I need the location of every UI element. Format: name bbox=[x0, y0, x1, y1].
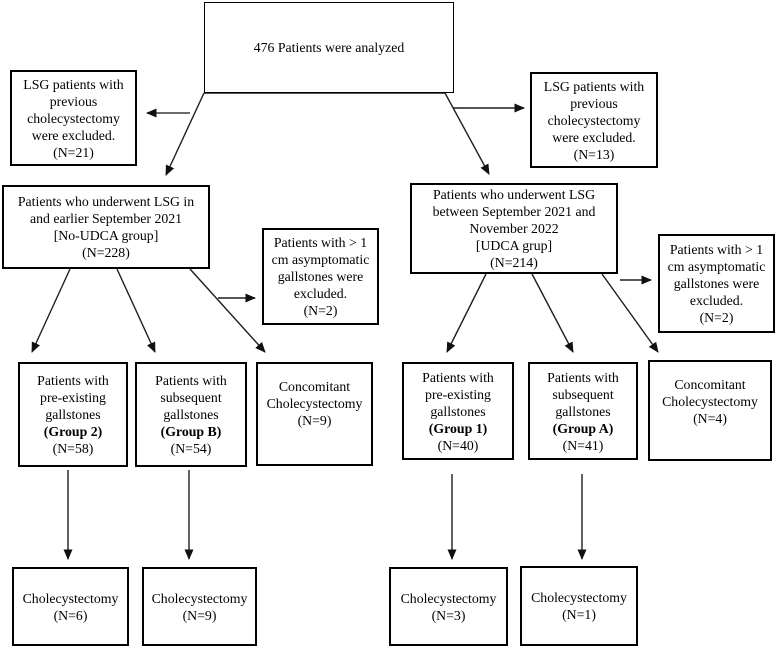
box-line: subsequent bbox=[552, 386, 614, 402]
box-line: LSG patients with bbox=[543, 78, 645, 94]
box-line: Patients with bbox=[547, 369, 619, 385]
box-line: gallstones bbox=[45, 407, 101, 422]
arrow-noudca-to-concomitant bbox=[189, 268, 266, 353]
box-line: were excluded. bbox=[552, 129, 636, 145]
box-line: [No-UDCA group] bbox=[53, 228, 159, 243]
box-line: between September 2021 and bbox=[432, 204, 596, 219]
box-excluded-prev-cholecystectomy-right: LSG patients with previous cholecystecto… bbox=[530, 72, 658, 168]
box-line: Patients who underwent LSG in bbox=[17, 194, 195, 209]
box-no-udca-group: Patients who underwent LSG in and earlie… bbox=[2, 185, 210, 269]
box-line: gallstones bbox=[555, 403, 611, 419]
box-line: Cholecystectomy bbox=[400, 590, 497, 606]
box-line: 476 Patients were analyzed bbox=[253, 40, 405, 55]
box-group-b: Patients with subsequent gallstones (Gro… bbox=[135, 362, 247, 467]
arrow-udca-to-groupA bbox=[531, 273, 574, 353]
box-line: gallstones bbox=[430, 403, 486, 419]
box-line: (N=54) bbox=[170, 441, 212, 456]
box-line: gallstones were bbox=[673, 276, 760, 291]
box-line: cm asymptomatic bbox=[667, 259, 766, 274]
box-concomitant-left: Concomitant Cholecystectomy (N=9) bbox=[256, 362, 373, 466]
box-line: November 2022 bbox=[469, 221, 559, 236]
box-line: (N=9) bbox=[182, 607, 217, 623]
box-patients-analyzed: 476 Patients were analyzed bbox=[204, 2, 454, 93]
box-line: Patients who underwent LSG bbox=[432, 187, 596, 202]
box-line: previous bbox=[570, 95, 618, 111]
box-line: gallstones bbox=[163, 407, 219, 422]
box-excluded-gallstones-left: Patients with > 1 cm asymptomatic gallst… bbox=[262, 228, 379, 325]
box-excluded-gallstones-right: Patients with > 1 cm asymptomatic gallst… bbox=[658, 234, 775, 333]
box-line: pre-existing bbox=[425, 386, 491, 402]
arrow-udca-to-concomitant bbox=[601, 273, 659, 353]
box-line: (N=214) bbox=[490, 255, 538, 270]
box-line: Cholecystectomy bbox=[266, 396, 363, 411]
box-line: and earlier September 2021 bbox=[29, 211, 183, 226]
box-group-a: Patients with subsequent gallstones (Gro… bbox=[528, 362, 638, 460]
arrow-udca-to-group1 bbox=[446, 273, 487, 353]
box-line: Cholecystectomy bbox=[662, 394, 758, 409]
box-cholecystectomy-group1: Cholecystectomy (N=3) bbox=[389, 567, 508, 646]
box-line: Cholecystectomy bbox=[151, 590, 248, 606]
box-udca-group: Patients who underwent LSG between Septe… bbox=[410, 183, 618, 274]
box-line: (Group A) bbox=[552, 420, 614, 436]
box-line: Patients with bbox=[155, 373, 227, 388]
box-line: subsequent bbox=[160, 390, 222, 405]
box-cholecystectomy-groupA: Cholecystectomy (N=1) bbox=[520, 566, 638, 646]
box-line: Patients with bbox=[422, 369, 494, 385]
box-line: (N=9) bbox=[297, 413, 332, 428]
box-line: gallstones were bbox=[277, 269, 364, 284]
box-line: Patients with > 1 bbox=[669, 242, 764, 257]
box-group-1: Patients with pre-existing gallstones (G… bbox=[402, 362, 514, 460]
box-line: (N=41) bbox=[562, 437, 604, 453]
box-line: (Group B) bbox=[160, 424, 222, 439]
box-excluded-prev-cholecystectomy-left: LSG patients with previous cholecystecto… bbox=[10, 70, 137, 166]
box-line: Patients with > 1 bbox=[273, 235, 368, 250]
box-line: Cholecystectomy bbox=[531, 590, 627, 605]
box-group-2: Patients with pre-existing gallstones (G… bbox=[18, 362, 128, 467]
box-line: Cholecystectomy bbox=[22, 590, 119, 606]
box-line: (N=2) bbox=[303, 303, 338, 318]
arrow-top-to-no-udca bbox=[165, 92, 205, 176]
box-line: (Group 1) bbox=[428, 420, 488, 436]
box-line: (N=1) bbox=[562, 607, 596, 622]
box-cholecystectomy-groupB: Cholecystectomy (N=9) bbox=[142, 567, 257, 646]
box-line: cholecystectomy bbox=[547, 112, 641, 128]
box-line: previous bbox=[49, 93, 98, 109]
box-line: were excluded. bbox=[31, 127, 116, 143]
box-line: Concomitant bbox=[674, 377, 746, 392]
box-line: (Group 2) bbox=[43, 424, 103, 439]
box-line: (N=13) bbox=[573, 146, 615, 162]
box-line: Concomitant bbox=[278, 379, 351, 394]
box-line: (N=6) bbox=[53, 607, 88, 623]
box-line: Patients with bbox=[37, 373, 109, 388]
box-line: excluded. bbox=[689, 293, 744, 308]
box-line: (N=3) bbox=[431, 607, 466, 623]
arrow-noudca-to-groupB bbox=[116, 268, 156, 353]
arrow-top-to-udca bbox=[444, 92, 490, 175]
box-line: pre-existing bbox=[40, 390, 106, 405]
box-line: (N=4) bbox=[693, 411, 727, 426]
box-line: (N=40) bbox=[437, 437, 479, 453]
box-line: excluded. bbox=[293, 286, 348, 301]
box-line: (N=21) bbox=[53, 144, 94, 160]
box-line: (N=2) bbox=[699, 310, 734, 325]
box-cholecystectomy-group2: Cholecystectomy (N=6) bbox=[12, 567, 129, 646]
arrow-noudca-to-group2 bbox=[31, 268, 71, 353]
box-line: LSG patients with bbox=[23, 76, 124, 92]
box-line: (N=58) bbox=[52, 441, 94, 456]
box-line: [UDCA grup] bbox=[475, 238, 553, 253]
box-line: cm asymptomatic bbox=[271, 252, 370, 267]
box-line: cholecystectomy bbox=[27, 110, 120, 126]
box-line: (N=228) bbox=[82, 245, 130, 260]
box-concomitant-right: Concomitant Cholecystectomy (N=4) bbox=[648, 360, 772, 461]
